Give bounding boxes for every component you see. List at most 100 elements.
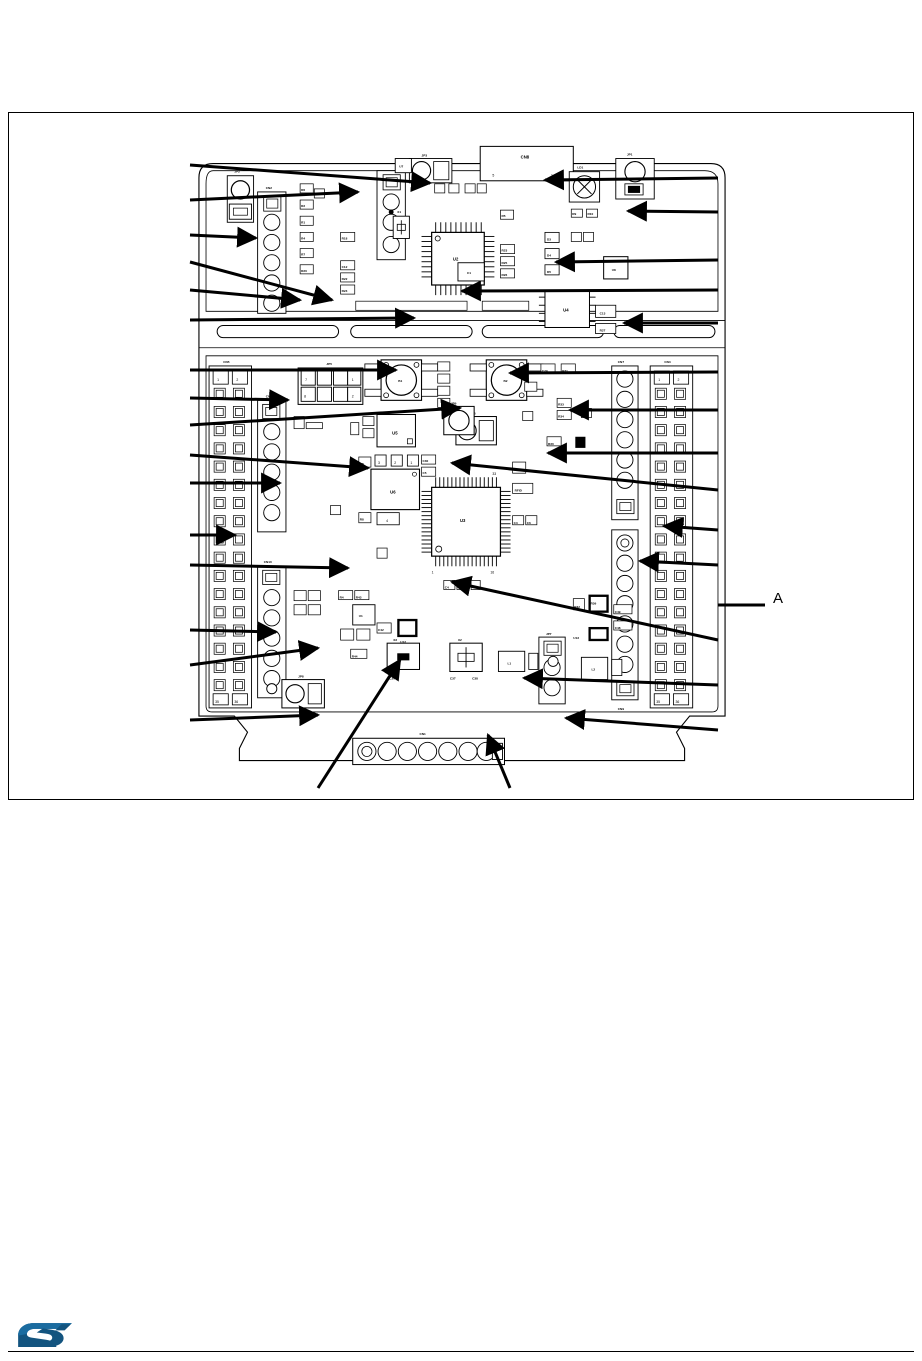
jumper-jp1[interactable]: JP1 [615, 152, 655, 200]
svg-text:JP5: JP5 [326, 362, 332, 366]
svg-text:CN7: CN7 [618, 360, 625, 364]
svg-text:C46: C46 [458, 586, 464, 590]
svg-text:C29: C29 [542, 369, 548, 373]
svg-text:U8: U8 [612, 268, 616, 272]
svg-text:C1: C1 [467, 271, 471, 275]
svg-text:JP2: JP2 [234, 170, 240, 174]
svg-text:R23: R23 [514, 468, 520, 472]
jumper-jp5[interactable]: JP5 7 1 8 2 [297, 362, 364, 405]
svg-text:35: 35 [656, 700, 660, 704]
svg-text:X1: X1 [397, 210, 401, 214]
svg-text:C36: C36 [389, 677, 395, 681]
svg-text:R44: R44 [352, 654, 358, 658]
svg-text:R10: R10 [587, 212, 593, 216]
svg-text:R23: R23 [501, 249, 507, 253]
svg-text:C48: C48 [615, 626, 621, 630]
svg-text:36: 36 [234, 700, 238, 704]
svg-text:R26: R26 [501, 273, 507, 277]
svg-text:B1: B1 [398, 379, 402, 383]
svg-text:JP8: JP8 [298, 675, 304, 679]
svg-text:CN2: CN2 [266, 186, 273, 190]
svg-text:16: 16 [490, 570, 494, 574]
svg-text:C6: C6 [527, 521, 531, 525]
svg-text:2: 2 [678, 378, 680, 382]
jumper-jp8[interactable]: JP8 [281, 675, 325, 709]
svg-text:R5: R5 [501, 214, 505, 218]
svg-text:33: 33 [492, 472, 496, 476]
svg-text:C13: C13 [600, 311, 606, 315]
svg-text:R20: R20 [301, 269, 307, 273]
svg-text:4: 4 [386, 519, 388, 523]
connector-cn7[interactable]: CN7 [611, 360, 639, 521]
svg-text:R24: R24 [342, 289, 348, 293]
svg-text:R8: R8 [360, 462, 364, 466]
svg-text:1: 1 [658, 378, 660, 382]
svg-text:JP9: JP9 [451, 401, 457, 405]
svg-text:R27: R27 [600, 329, 606, 333]
crystal-x2: X1 [392, 210, 410, 239]
svg-text:1: 1 [352, 378, 354, 382]
svg-text:R18: R18 [342, 236, 348, 240]
st-logo [18, 1323, 72, 1347]
jumper-jp3[interactable]: JP3 [408, 154, 453, 184]
svg-text:RFID: RFID [515, 488, 523, 492]
inductor-l1: L1 [497, 650, 539, 672]
svg-text:JP7: JP7 [546, 632, 552, 636]
connector-cn9[interactable]: CN9 [611, 529, 639, 711]
svg-text:C38: C38 [472, 677, 478, 681]
svg-text:C4: C4 [514, 521, 518, 525]
svg-text:JP1: JP1 [627, 152, 633, 156]
svg-text:5: 5 [492, 174, 494, 178]
svg-text:D3: D3 [547, 237, 551, 241]
connector-cn8[interactable]: CN8 5 1 [479, 145, 574, 182]
svg-text:C12: C12 [342, 265, 348, 269]
ic-u2: U2 [421, 222, 495, 296]
svg-text:R9: R9 [572, 212, 576, 216]
svg-text:U5: U5 [392, 431, 398, 436]
jumper-jp2[interactable]: JP2 [226, 170, 255, 223]
svg-text:8: 8 [304, 394, 306, 398]
crystal-x1: X2 C37 C38 [449, 638, 483, 681]
svg-text:R30: R30 [548, 442, 554, 446]
svg-text:R42: R42 [574, 605, 580, 609]
svg-text:3: 3 [378, 461, 380, 465]
ic-u8: U8 [603, 256, 629, 280]
svg-text:X2: X2 [458, 638, 462, 642]
connector-cn10[interactable]: CN10 [257, 560, 287, 699]
svg-text:CN5: CN5 [223, 360, 230, 364]
svg-text:U6: U6 [390, 489, 396, 494]
connector-cn5[interactable]: CN5 1 2 [208, 360, 253, 709]
svg-text:L2: L2 [592, 667, 596, 671]
figure-frame: JP2 CN2 [8, 112, 914, 800]
connector-cn3[interactable] [376, 170, 406, 261]
connector-cn6[interactable]: CN6 [257, 394, 287, 533]
svg-text:CN8: CN8 [521, 155, 530, 160]
svg-text:R2: R2 [301, 204, 305, 208]
svg-text:R33: R33 [558, 402, 564, 406]
svg-text:U3: U3 [460, 518, 466, 523]
figure-callout-label-a: A [773, 590, 784, 607]
svg-text:LD2: LD2 [582, 414, 588, 418]
connector-cn2[interactable]: CN2 [257, 186, 287, 314]
jumper-jp9[interactable]: JP9 [443, 401, 475, 436]
svg-text:1: 1 [410, 461, 412, 465]
svg-text:1: 1 [551, 174, 553, 178]
svg-text:R34: R34 [558, 415, 564, 419]
svg-text:R7: R7 [301, 253, 305, 257]
svg-text:R31: R31 [562, 369, 568, 373]
svg-text:U4: U4 [563, 307, 569, 312]
footer-divider [8, 1351, 914, 1352]
svg-text:C4: C4 [445, 586, 449, 590]
svg-text:C30: C30 [423, 459, 429, 463]
connector-cn4[interactable]: CN4 1 2 [649, 360, 694, 709]
diode-group: D3 D4 D5 [544, 231, 560, 276]
svg-text:1: 1 [432, 570, 434, 574]
svg-text:D4: D4 [547, 254, 551, 258]
ic-u4: U4 [538, 290, 596, 328]
svg-text:C37: C37 [450, 677, 456, 681]
svg-text:C5: C5 [423, 471, 427, 475]
svg-text:R8: R8 [360, 518, 364, 522]
svg-text:R43: R43 [356, 596, 362, 600]
svg-text:CN6: CN6 [266, 394, 273, 398]
jumper-jp7[interactable]: JP7 [538, 632, 566, 705]
